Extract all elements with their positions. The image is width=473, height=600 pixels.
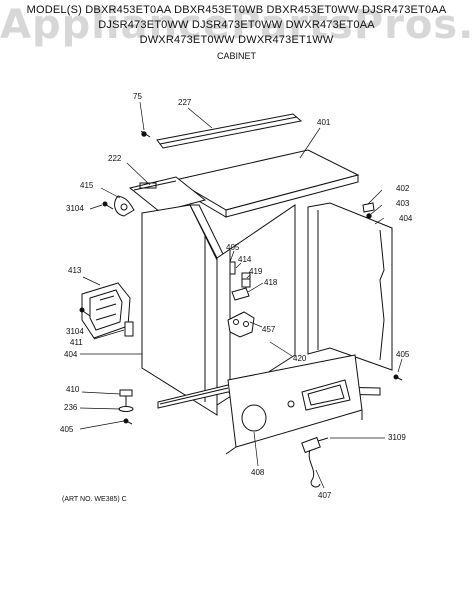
clip-403 [366,213,372,219]
label-420: 420 [293,354,307,363]
leg-410 [119,389,133,397]
screw-3104-lower [79,307,91,317]
screw-75 [140,130,151,138]
switch-419 [241,272,251,288]
top-rail-227 [156,113,303,149]
terminal-block-407 [301,436,321,488]
screw-405-left [123,418,133,425]
label-3109: 3109 [388,433,406,442]
label-457: 457 [262,325,276,334]
label-404-right: 404 [399,214,413,223]
label-3104-top: 3104 [66,204,84,213]
label-75: 75 [133,92,142,101]
label-414: 414 [238,255,252,264]
right-side-panel-404 [307,202,393,371]
left-side-panel-404 [141,204,225,416]
label-408: 408 [251,468,265,477]
label-418: 418 [264,278,278,287]
switch-414 [229,261,236,275]
label-405-mid: 405 [226,243,240,252]
label-403: 403 [396,199,410,208]
screw-405-right [393,374,403,381]
label-222: 222 [108,154,122,163]
bracket-415 [114,195,135,217]
cover-413 [81,282,131,339]
art-number: (ART NO. WE385) C [62,496,127,503]
label-227: 227 [178,98,192,107]
screw-3104-top [102,201,114,210]
label-411: 411 [70,338,83,347]
label-413: 413 [68,266,82,275]
front-base-panel-408 [225,354,363,455]
model-list-line-3: DWXR473ET0WW DWXR473ET1WW [139,34,334,46]
label-419: 419 [249,267,263,276]
label-404-left: 404 [64,350,78,359]
label-405-left: 405 [60,425,74,434]
front-frame-222 [128,176,207,213]
label-236: 236 [64,403,78,412]
model-list-line-1: MODEL(S) DBXR453ET0AA DBXR453ET0WB DBXR4… [26,4,447,16]
model-list-line-2: DJSR473ET0WW DJSR473ET0WW DWXR473ET0AA [98,19,375,31]
label-401: 401 [317,118,331,127]
screw-3109 [317,437,329,442]
label-405-right: 405 [396,350,410,359]
actuator-418 [231,287,250,301]
label-402: 402 [396,184,410,193]
light-411 [124,321,134,337]
clip-402 [362,202,375,213]
label-3104-lower: 3104 [66,327,84,336]
leveling-leg-236 [118,396,134,412]
label-410: 410 [66,385,80,394]
section-title: CABINET [216,51,256,61]
leader-lines [79,101,403,489]
label-415: 415 [80,181,94,190]
bracket-457 [227,311,255,338]
label-407: 407 [318,491,332,500]
